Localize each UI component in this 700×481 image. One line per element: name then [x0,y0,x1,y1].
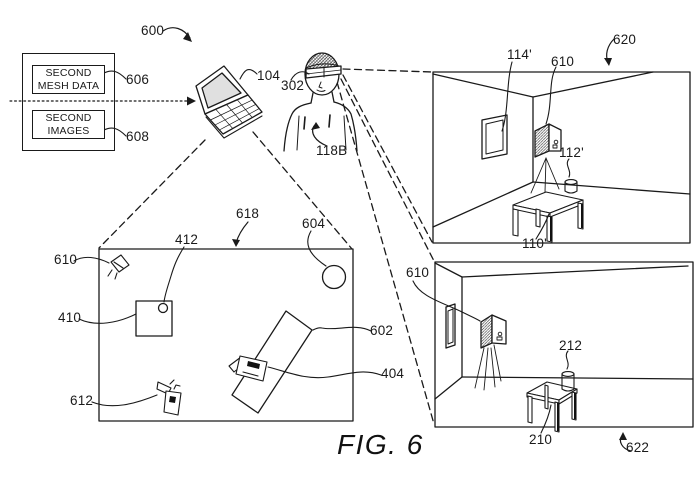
dotted-flow-arrow [9,96,196,106]
ref-618: 618 [236,206,260,221]
anchor-dot-412 [157,302,169,314]
camera-icon-610-screen [107,254,130,280]
hmd-visor [305,65,342,79]
curved-arrows [162,27,632,452]
cup-212 [561,371,575,392]
table-110 [512,191,584,243]
projection-cone [530,157,560,194]
ref-114p: 114' [507,47,532,62]
ref-404: 404 [381,366,405,381]
camera-icon-612 [156,379,182,416]
ref-410: 410 [58,310,82,325]
cup-112 [564,179,578,194]
ref-610-room2: 610 [406,265,430,280]
sphere-object-604 [321,264,347,290]
second-images-box: SECOND IMAGES [32,110,105,139]
ref-112p: 112' [559,145,584,160]
user-figure [283,52,358,152]
picture-frame-114 [481,114,508,160]
ref-302: 302 [281,78,305,93]
camera-tripod-rays [474,344,502,391]
data-source-outer-box [22,53,115,151]
ref-212: 212 [559,338,583,353]
headset-view-dashed-lines [336,68,435,425]
virtual-camera-610-room1 [534,123,562,158]
ref-608: 608 [126,129,150,144]
ref-118B: 118B [316,143,348,158]
ref-620: 620 [613,32,637,47]
room-view-panel-620 [432,71,691,244]
ref-602: 602 [370,323,394,338]
figure-caption: FIG. 6 [337,429,424,460]
ref-412: 412 [175,232,199,247]
camera-610-room2 [480,314,507,349]
camera-icon-404 [228,355,268,382]
ref-606: 606 [126,72,150,87]
ref-612: 612 [70,393,94,408]
picture-frame-room2 [445,303,456,349]
ref-622: 622 [626,440,650,455]
ref-104: 104 [257,68,281,83]
ref-110p: 110' [522,236,547,251]
ref-610-room1: 610 [551,54,575,69]
second-mesh-data-box: SECOND MESH DATA [32,65,105,94]
ref-600: 600 [141,23,165,38]
ref-610-screen: 610 [54,252,78,267]
screen-view-panel [98,248,354,422]
laptop-view-dashed-lines [98,131,353,250]
laptop [195,65,263,139]
room-view-panel-622 [434,261,694,433]
ref-210: 210 [529,432,553,447]
leader-lines [73,61,571,434]
table-210 [526,381,578,433]
ref-604: 604 [302,216,326,231]
